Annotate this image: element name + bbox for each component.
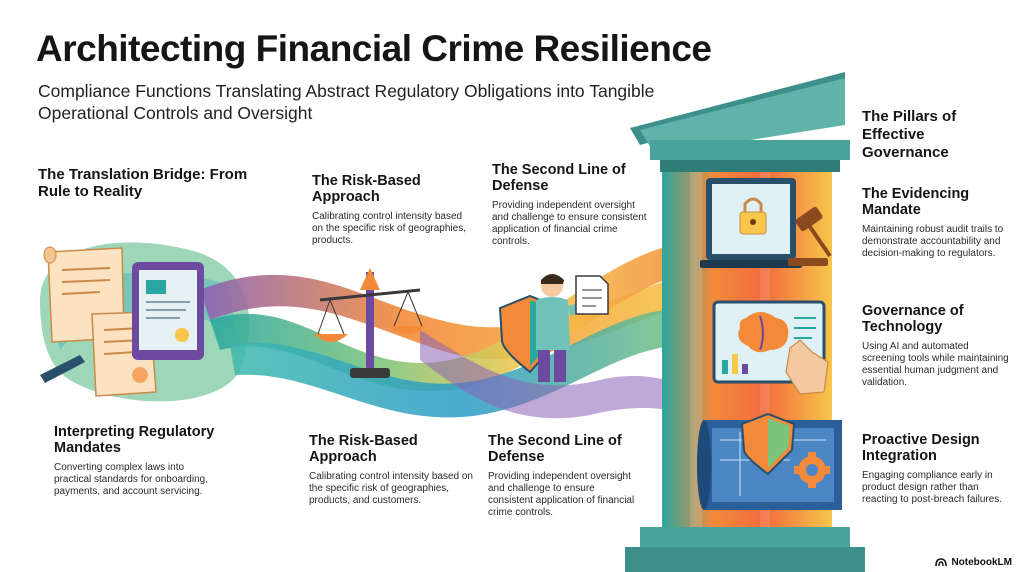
section-second-line-bottom: The Second Line of Defense Providing ind…	[488, 433, 638, 519]
brand-watermark: NotebookLM	[935, 557, 1012, 568]
section-interpreting: Interpreting Regulatory Mandates Convert…	[54, 424, 224, 498]
section-body: Engaging compliance early in product des…	[862, 470, 1003, 505]
section-title: The Second Line of Defense	[488, 433, 622, 465]
section-proactive: Proactive Design Integration Engaging co…	[862, 432, 1012, 506]
section-body: Providing independent oversight and chal…	[488, 471, 635, 518]
section-title: The Risk-Based Approach	[312, 173, 421, 205]
section-risk-based-top: The Risk-Based Approach Calibrating cont…	[312, 173, 472, 247]
section-body: Providing independent oversight and chal…	[492, 200, 647, 247]
section-title: The Pillars of Effective Governance	[862, 108, 957, 161]
tablet-icon	[132, 262, 204, 360]
section-pillars: The Pillars of Effective Governance	[862, 108, 992, 162]
section-title: Governance of Technology	[862, 303, 964, 335]
gear-icon	[794, 452, 830, 488]
notebooklm-logo-icon	[935, 558, 948, 567]
section-evidencing: The Evidencing Mandate Maintaining robus…	[862, 186, 1012, 260]
section-title: Interpreting Regulatory Mandates	[54, 424, 215, 456]
section-risk-based-bottom: The Risk-Based Approach Calibrating cont…	[309, 433, 479, 507]
section-title: The Second Line of Defense	[492, 162, 626, 194]
section-body: Using AI and automated screening tools w…	[862, 341, 1009, 388]
section-governance-tech: Governance of Technology Using AI and au…	[862, 303, 1012, 389]
section-body: Calibrating control intensity based on t…	[312, 211, 466, 246]
section-body: Maintaining robust audit trails to demon…	[862, 224, 1004, 259]
brand-name: NotebookLM	[951, 557, 1012, 568]
shield-icon	[740, 412, 796, 476]
section-second-line-top: The Second Line of Defense Providing ind…	[492, 162, 652, 248]
section-title: The Risk-Based Approach	[309, 433, 418, 465]
gavel-icon	[788, 206, 832, 266]
ribbon-orange	[200, 270, 700, 360]
pen-icon	[40, 355, 85, 383]
ribbon-teal	[230, 308, 700, 418]
document-icon	[575, 275, 609, 315]
page-subtitle: Compliance Functions Translating Abstrac…	[38, 81, 655, 123]
page-title: Architecting Financial Crime Resilience	[36, 28, 712, 69]
lock-icon	[700, 178, 802, 268]
section-body: Calibrating control intensity based on t…	[309, 471, 473, 506]
section-title: The Translation Bridge: From Rule to Rea…	[38, 166, 248, 200]
section-body: Converting complex laws into practical s…	[54, 462, 208, 497]
section-translation-bridge: The Translation Bridge: From Rule to Rea…	[38, 166, 248, 200]
section-title: Proactive Design Integration	[862, 432, 980, 464]
hand-icon	[785, 339, 829, 395]
ribbon-green	[210, 240, 700, 391]
scales-icon	[314, 268, 426, 378]
section-title: The Evidencing Mandate	[862, 186, 970, 218]
